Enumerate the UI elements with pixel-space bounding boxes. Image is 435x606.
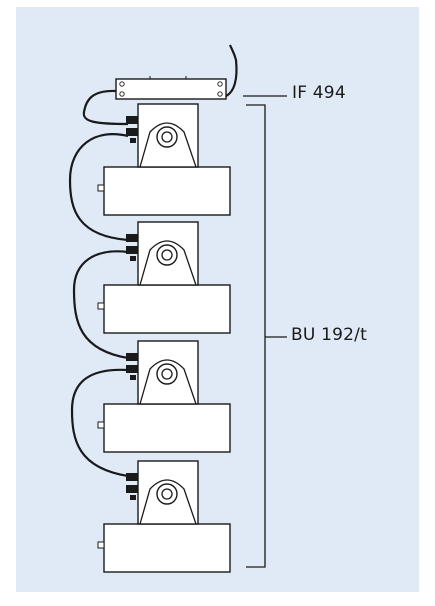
connection-cables xyxy=(68,133,129,478)
interface-label: IF 494 xyxy=(292,83,346,103)
unit-4 xyxy=(97,460,231,573)
interface-module xyxy=(82,44,238,126)
callout-lines xyxy=(243,95,287,568)
unit-1 xyxy=(97,103,231,216)
unit-3 xyxy=(97,340,231,453)
module-stack-label: BU 192/t xyxy=(291,325,367,345)
